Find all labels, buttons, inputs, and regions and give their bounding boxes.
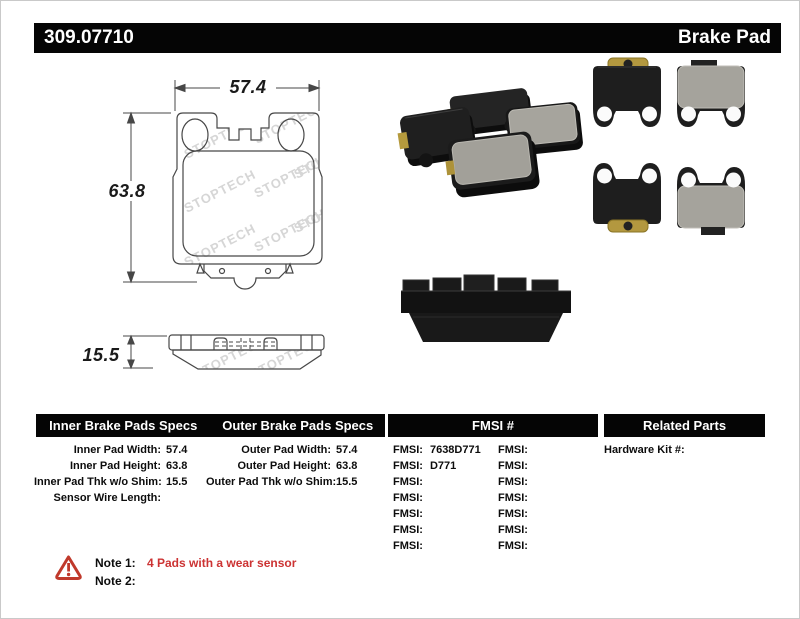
fmsi-row: FMSI: — [393, 524, 423, 536]
warning-icon — [55, 555, 82, 580]
spec-row: Inner Pad Width:57.4 — [73, 444, 188, 456]
related-row: Hardware Kit #: — [604, 444, 685, 456]
spec-row: Outer Pad Width:57.4 — [241, 444, 358, 456]
watermark-text: STOPTECH — [182, 167, 259, 216]
front-view-drawing: STOPTECH STOPTECH STOPTECH STOPTECH STOP… — [172, 98, 369, 290]
watermark-text: STOPTECH — [182, 221, 259, 270]
bracket-rivet — [218, 267, 226, 275]
watermark-text: STOPTECH — [192, 333, 269, 382]
fmsi-row: FMSI: — [393, 508, 423, 520]
fmsi-row: FMSI: — [498, 492, 528, 504]
header-bar: 309.07710 Brake Pad — [34, 23, 781, 53]
fmsi-row: FMSI:7638D771 — [393, 444, 481, 456]
spec-row: Inner Pad Height:63.8 — [69, 460, 188, 472]
photo-pads-front-back — [593, 57, 745, 235]
fmsi-title: FMSI # — [472, 418, 514, 433]
bracket-foot — [285, 262, 294, 274]
related-parts-title: Related Parts — [642, 418, 727, 433]
pad-material-outline — [172, 349, 322, 370]
related-parts-header-bar: Related Parts — [604, 414, 765, 437]
page-title: Brake Pad — [678, 27, 771, 48]
shim-clip — [263, 337, 278, 350]
note1-text: 4 Pads with a wear sensor — [147, 556, 297, 570]
part-number: 309.07710 — [44, 27, 134, 48]
spec-row: Sensor Wire Length: — [53, 492, 161, 504]
fmsi-row: FMSI:D771 — [393, 460, 457, 472]
fmsi-row: FMSI: — [498, 476, 528, 488]
related-parts-column: Hardware Kit #: — [604, 442, 774, 458]
fmsi-column-1: FMSI:7638D771 FMSI:D771 FMSI: FMSI: FMSI… — [393, 442, 493, 554]
dimension-thickness-value: 15.5 — [77, 345, 125, 365]
friction-face-outline — [182, 150, 315, 257]
bracket-rivet — [264, 267, 272, 275]
note1-label: Note 1: — [95, 556, 136, 570]
dimension-thickness — [123, 334, 167, 370]
photo-pads-angled — [397, 88, 583, 198]
note2-label: Note 2: — [95, 574, 136, 588]
shim-clip — [213, 337, 228, 350]
bracket-foot — [196, 262, 205, 274]
watermark-text: STOPTECH — [182, 113, 259, 162]
fmsi-row: FMSI: — [498, 524, 528, 536]
watermark-text: STOPTECH — [252, 98, 329, 147]
fmsi-row: FMSI: — [393, 540, 423, 552]
spec-row: Inner Pad Thk w/o Shim:15.5 — [34, 476, 188, 488]
spec-row: Outer Pad Height:63.8 — [237, 460, 358, 472]
fmsi-row: FMSI: — [498, 444, 528, 456]
pad-outline — [172, 112, 323, 265]
outer-specs-column: Outer Pad Width:57.4 Outer Pad Height:63… — [206, 442, 364, 490]
fmsi-row: FMSI: — [498, 460, 528, 472]
watermark-text: STOPTECH — [292, 187, 369, 236]
fmsi-row: FMSI: — [393, 476, 423, 488]
outer-specs-title: Outer Brake Pads Specs — [222, 418, 374, 433]
wear-sensor-bracket — [203, 264, 287, 290]
fmsi-header-bar: FMSI # — [388, 414, 598, 437]
watermark-text: STOPTECH — [248, 333, 325, 382]
fmsi-row: FMSI: — [393, 492, 423, 504]
fmsi-row: FMSI: — [498, 540, 528, 552]
side-view-drawing: STOPTECH STOPTECH STOPTECH — [168, 333, 325, 382]
watermark-group: STOPTECH STOPTECH STOPTECH STOPTECH STOP… — [182, 98, 369, 270]
inner-specs-title: Inner Brake Pads Specs — [49, 418, 198, 433]
dimension-width-value: 57.4 — [220, 77, 276, 97]
dimension-height-value: 63.8 — [104, 181, 150, 201]
inner-specs-column: Inner Pad Width:57.4 Inner Pad Height:63… — [34, 442, 194, 506]
fmsi-row: FMSI: — [498, 508, 528, 520]
pads-specs-header-bar: Inner Brake Pads Specs Outer Brake Pads … — [36, 414, 385, 437]
spec-row: Outer Pad Thk w/o Shim:15.5 — [206, 476, 358, 488]
photo-pad-side — [401, 274, 571, 342]
fmsi-column-2: FMSI: FMSI: FMSI: FMSI: FMSI: FMSI: FMSI… — [498, 442, 588, 554]
